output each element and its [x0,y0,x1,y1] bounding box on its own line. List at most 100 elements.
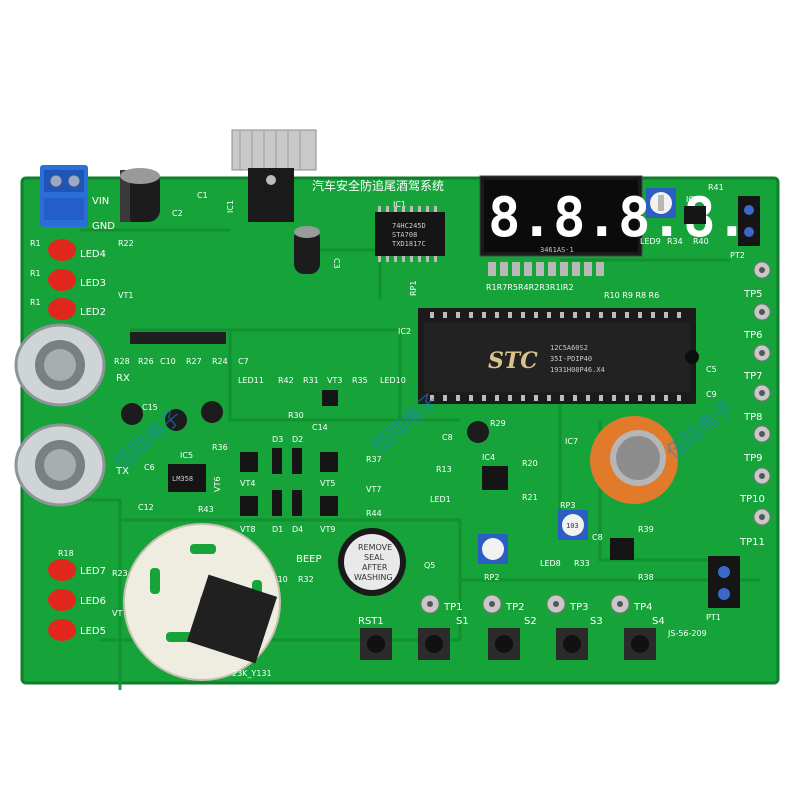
label-d4: D4 [292,525,303,534]
label-led3: LED3 [80,278,106,289]
mcu-marking-3: 1931H08P46.X4 [550,366,605,374]
label-ic1: IC1 [393,200,406,209]
pcb-board-edge [20,176,780,685]
label-led5: LED5 [80,626,106,637]
label-c6: C6 [144,463,155,472]
buzzer-line1: REMOVE [358,543,392,552]
label-tp7: TP7 [743,371,763,382]
label-vt6: VT6 [213,477,222,492]
label-r44: R44 [366,509,382,518]
bottom-test-points [420,594,630,614]
label-r35: R35 [352,376,368,385]
buzzer-line2: SEAL [364,553,385,562]
label-r1-a: R1 [30,239,41,248]
display-model: 3461AS-1 [540,246,574,254]
label-vin: VIN [92,196,109,207]
footer-code: JS-56-209 [667,629,707,638]
label-tp5: TP5 [743,289,763,300]
rst1-button[interactable] [360,628,392,660]
buzzer [338,528,406,596]
label-d3: D3 [272,435,283,444]
label-led1: LED1 [430,495,451,504]
label-r41: R41 [708,183,724,192]
power-terminal [40,165,88,227]
label-c1: C1 [197,191,208,200]
label-r37: R37 [366,455,382,464]
label-s4: S4 [652,616,665,627]
ir-sensor-pt1 [708,556,740,608]
label-ic1-reg: IC1 [226,200,235,213]
label-vt4: VT4 [240,479,255,488]
label-ic7: IC7 [565,437,578,446]
label-pt2: PT2 [730,251,745,260]
mcu-marking-2: 35I-PDIP40 [550,355,592,363]
potentiometer-top [646,188,676,218]
label-led4: LED4 [80,249,106,260]
label-vt8: VT8 [240,525,255,534]
label-r21: R21 [522,493,538,502]
ic1-marking-3: TXD1817C [392,240,426,248]
ic9-chip [684,206,706,224]
label-gnd: GND [92,221,115,232]
red-leds-top [48,239,76,320]
label-rp2: RP2 [484,573,499,582]
label-c5: C5 [706,365,717,374]
label-s3: S3 [590,616,603,627]
label-led10: LED10 [380,376,406,385]
mcu-socket [418,308,699,404]
label-s1: S1 [456,616,469,627]
capacitor-c8 [467,421,489,443]
label-tp8: TP8 [743,412,763,423]
label-r38: R38 [638,573,654,582]
ic4-chip [482,466,508,490]
s4-button[interactable] [624,628,656,660]
capacitor-c3 [294,226,320,274]
label-led2: LED2 [80,307,106,318]
s1-button[interactable] [418,628,450,660]
label-tp1: TP1 [443,602,463,613]
label-vt9: VT9 [320,525,335,534]
seven-segment-display [479,175,643,257]
label-seg-resistors: R1R7R5R4R2R3R1IR2 [486,283,574,292]
test-point-column [753,261,771,526]
label-r22: R22 [118,239,134,248]
label-led11: LED11 [238,376,264,385]
label-c10: C10 [160,357,176,366]
label-r10-row: R10 R9 R8 R6 [604,291,659,300]
mcu-brand: STC [488,348,538,374]
mcu-marking-1: 12C5A60S2 [550,344,588,352]
s2-button[interactable] [488,628,520,660]
label-r27: R27 [186,357,202,366]
label-c7: C7 [238,357,249,366]
pin-header [130,332,226,344]
resistor-row [488,262,604,276]
label-r36: R36 [212,443,228,452]
label-c12: C12 [138,503,154,512]
label-d1: D1 [272,525,283,534]
label-r29: R29 [490,419,506,428]
label-rx: RX [116,373,130,384]
electrolytic-caps-cluster [121,401,223,431]
label-vt: VT [112,609,122,618]
label-led7: LED7 [80,566,106,577]
label-r1-c: R1 [30,298,41,307]
label-c8: C8 [442,433,453,442]
label-rp3: RP3 [560,501,575,510]
label-ic4: IC4 [482,453,495,462]
rp3-code: 103 [566,522,579,530]
label-r40: R40 [693,237,709,246]
ic5-marking: LM358 [172,475,193,483]
label-pt1: PT1 [706,613,721,622]
red-leds-bottom [48,559,76,641]
label-ic5: IC5 [180,451,193,460]
board-mark: 23K_Y131 [232,669,272,678]
label-vt1: VT1 [118,291,133,300]
label-led6: LED6 [80,596,106,607]
label-q5: Q5 [424,561,435,570]
s3-button[interactable] [556,628,588,660]
label-tx: TX [115,466,129,477]
label-r43: R43 [198,505,214,514]
label-rst1: RST1 [358,616,384,627]
potentiometer-rp2 [478,534,508,564]
label-r34: R34 [667,237,683,246]
